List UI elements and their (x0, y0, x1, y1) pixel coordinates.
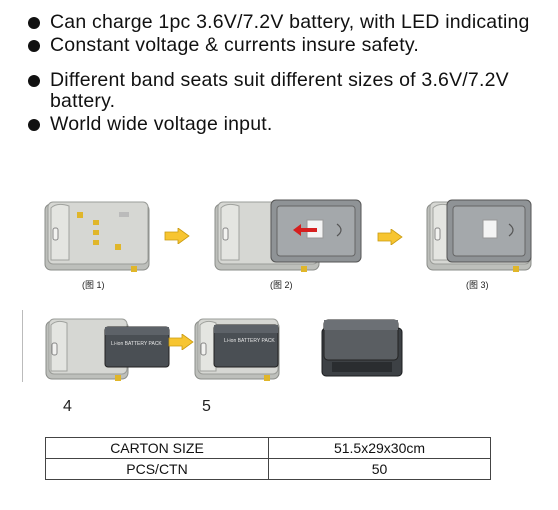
feature-text: Different band seats suit different size… (50, 69, 509, 112)
bullet-icon (28, 40, 40, 52)
charger-empty-image (44, 201, 150, 272)
divider (22, 310, 23, 382)
table-cell: 51.5x29x30cm (268, 437, 491, 459)
figure-caption: (图 2) (270, 280, 293, 290)
feature-item: Can charge 1pc 3.6V/7.2V battery, with L… (26, 12, 546, 33)
charger-seated-image (426, 199, 532, 272)
feature-item: Constant voltage & currents insure safet… (26, 35, 546, 56)
charger-battery-full-image: Li-ion BATTERY PACK (194, 318, 280, 381)
right-arrow-icon (168, 334, 194, 350)
figure-caption: (图 1) (82, 280, 105, 290)
bullet-icon (28, 17, 40, 29)
feature-text: Constant voltage & currents insure safet… (50, 34, 419, 56)
table-cell: PCS/CTN (45, 458, 269, 480)
table-cell: CARTON SIZE (45, 437, 269, 459)
right-arrow-icon (377, 229, 403, 245)
charger-battery-pack-image: Li-ion BATTERY PACK (45, 318, 170, 381)
table-row: CARTON SIZE 51.5x29x30cm (45, 437, 491, 459)
charger-insert-image (214, 199, 362, 272)
bullet-icon (28, 119, 40, 131)
step-number: 5 (202, 398, 211, 415)
bullet-icon (28, 75, 40, 87)
table-cell: 50 (268, 458, 491, 480)
right-arrow-icon (164, 228, 190, 244)
feature-text: Can charge 1pc 3.6V/7.2V battery, with L… (50, 11, 530, 33)
feature-item: World wide voltage input. (26, 114, 546, 135)
step-number: 4 (63, 398, 72, 415)
specs-table: CARTON SIZE 51.5x29x30cm PCS/CTN 50 (45, 437, 491, 480)
feature-list: Can charge 1pc 3.6V/7.2V battery, with L… (26, 12, 546, 135)
feature-text: World wide voltage input. (50, 113, 273, 135)
battery-label: Li-ion BATTERY PACK (111, 341, 162, 347)
feature-item: Different band seats suit different size… (26, 70, 546, 112)
figure-caption: (图 3) (466, 280, 489, 290)
charger-dark-image (321, 319, 403, 377)
table-row: PCS/CTN 50 (45, 458, 491, 480)
battery-label: Li-ion BATTERY PACK (224, 338, 275, 344)
